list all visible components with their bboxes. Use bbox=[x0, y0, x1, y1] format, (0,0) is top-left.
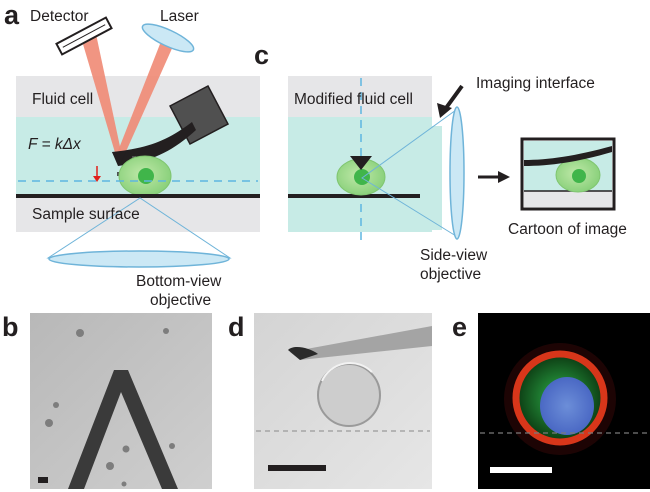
cantilever-arm bbox=[112, 122, 196, 166]
fluid-cell-label: Fluid cell bbox=[32, 91, 93, 108]
tip-c bbox=[350, 156, 372, 170]
cartoon-label: Cartoon of image bbox=[508, 221, 627, 238]
detector-beam bbox=[80, 34, 122, 156]
panel-b-letter: b bbox=[2, 312, 19, 342]
particles bbox=[45, 328, 175, 487]
side-view-label-1: Side-view bbox=[420, 247, 488, 264]
imaging-interface-arrow-shaft bbox=[444, 84, 464, 110]
modified-fluid-cell-label: Modified fluid cell bbox=[294, 91, 413, 108]
panel-c-letter: c bbox=[254, 40, 269, 70]
panel-e-letter: e bbox=[452, 312, 467, 342]
sample-surface-line bbox=[16, 194, 260, 198]
dic-cell bbox=[317, 363, 381, 427]
blue-nucleus bbox=[540, 377, 594, 435]
bottom-view-label-2: objective bbox=[150, 292, 211, 309]
cell-nucleus bbox=[138, 168, 154, 184]
force-equation: F = kΔx bbox=[28, 136, 82, 153]
scale-bar-b bbox=[38, 477, 48, 483]
cartoon-image bbox=[520, 137, 616, 211]
imaging-interface-label: Imaging interface bbox=[476, 75, 595, 92]
imaging-interface-arrow-icon bbox=[437, 103, 452, 118]
side-lens-icon bbox=[449, 106, 465, 240]
cantilever-v-shape bbox=[68, 370, 178, 489]
pipette-tip bbox=[288, 347, 318, 360]
bottom-view-label-1: Bottom-view bbox=[136, 273, 222, 290]
bottom-lens-icon bbox=[48, 250, 230, 268]
right-arrow-icon bbox=[498, 171, 510, 183]
laser-label: Laser bbox=[160, 8, 199, 25]
cantilever-tip bbox=[112, 152, 126, 166]
scale-bar-d bbox=[268, 465, 326, 471]
panel-e: e bbox=[452, 312, 650, 489]
micrograph-b bbox=[30, 313, 212, 489]
laser-beam bbox=[116, 44, 174, 156]
panel-a-letter: a bbox=[4, 0, 20, 30]
cell-c-nucleus bbox=[354, 169, 370, 185]
scale-bar-e bbox=[490, 467, 552, 473]
dic-cell-highlight bbox=[321, 362, 373, 382]
imaging-interface-fluid bbox=[432, 126, 442, 230]
panel-d: d bbox=[228, 312, 432, 489]
modified-surface-line bbox=[288, 194, 420, 198]
detector-icon bbox=[55, 16, 113, 56]
panel-a: a bbox=[4, 0, 260, 309]
red-membrane bbox=[512, 350, 608, 446]
detector-label: Detector bbox=[30, 8, 89, 25]
down-arrow-icon bbox=[93, 176, 101, 182]
panel-b: b bbox=[2, 312, 212, 489]
side-view-cone bbox=[361, 109, 457, 237]
laser-lens-icon bbox=[141, 23, 195, 53]
panel-d-letter: d bbox=[228, 312, 245, 342]
side-view-label-2: objective bbox=[420, 266, 481, 283]
panel-c: c Modified fluid c bbox=[254, 40, 627, 283]
pipette bbox=[290, 326, 432, 360]
sample-surface-label: Sample surface bbox=[32, 206, 140, 223]
